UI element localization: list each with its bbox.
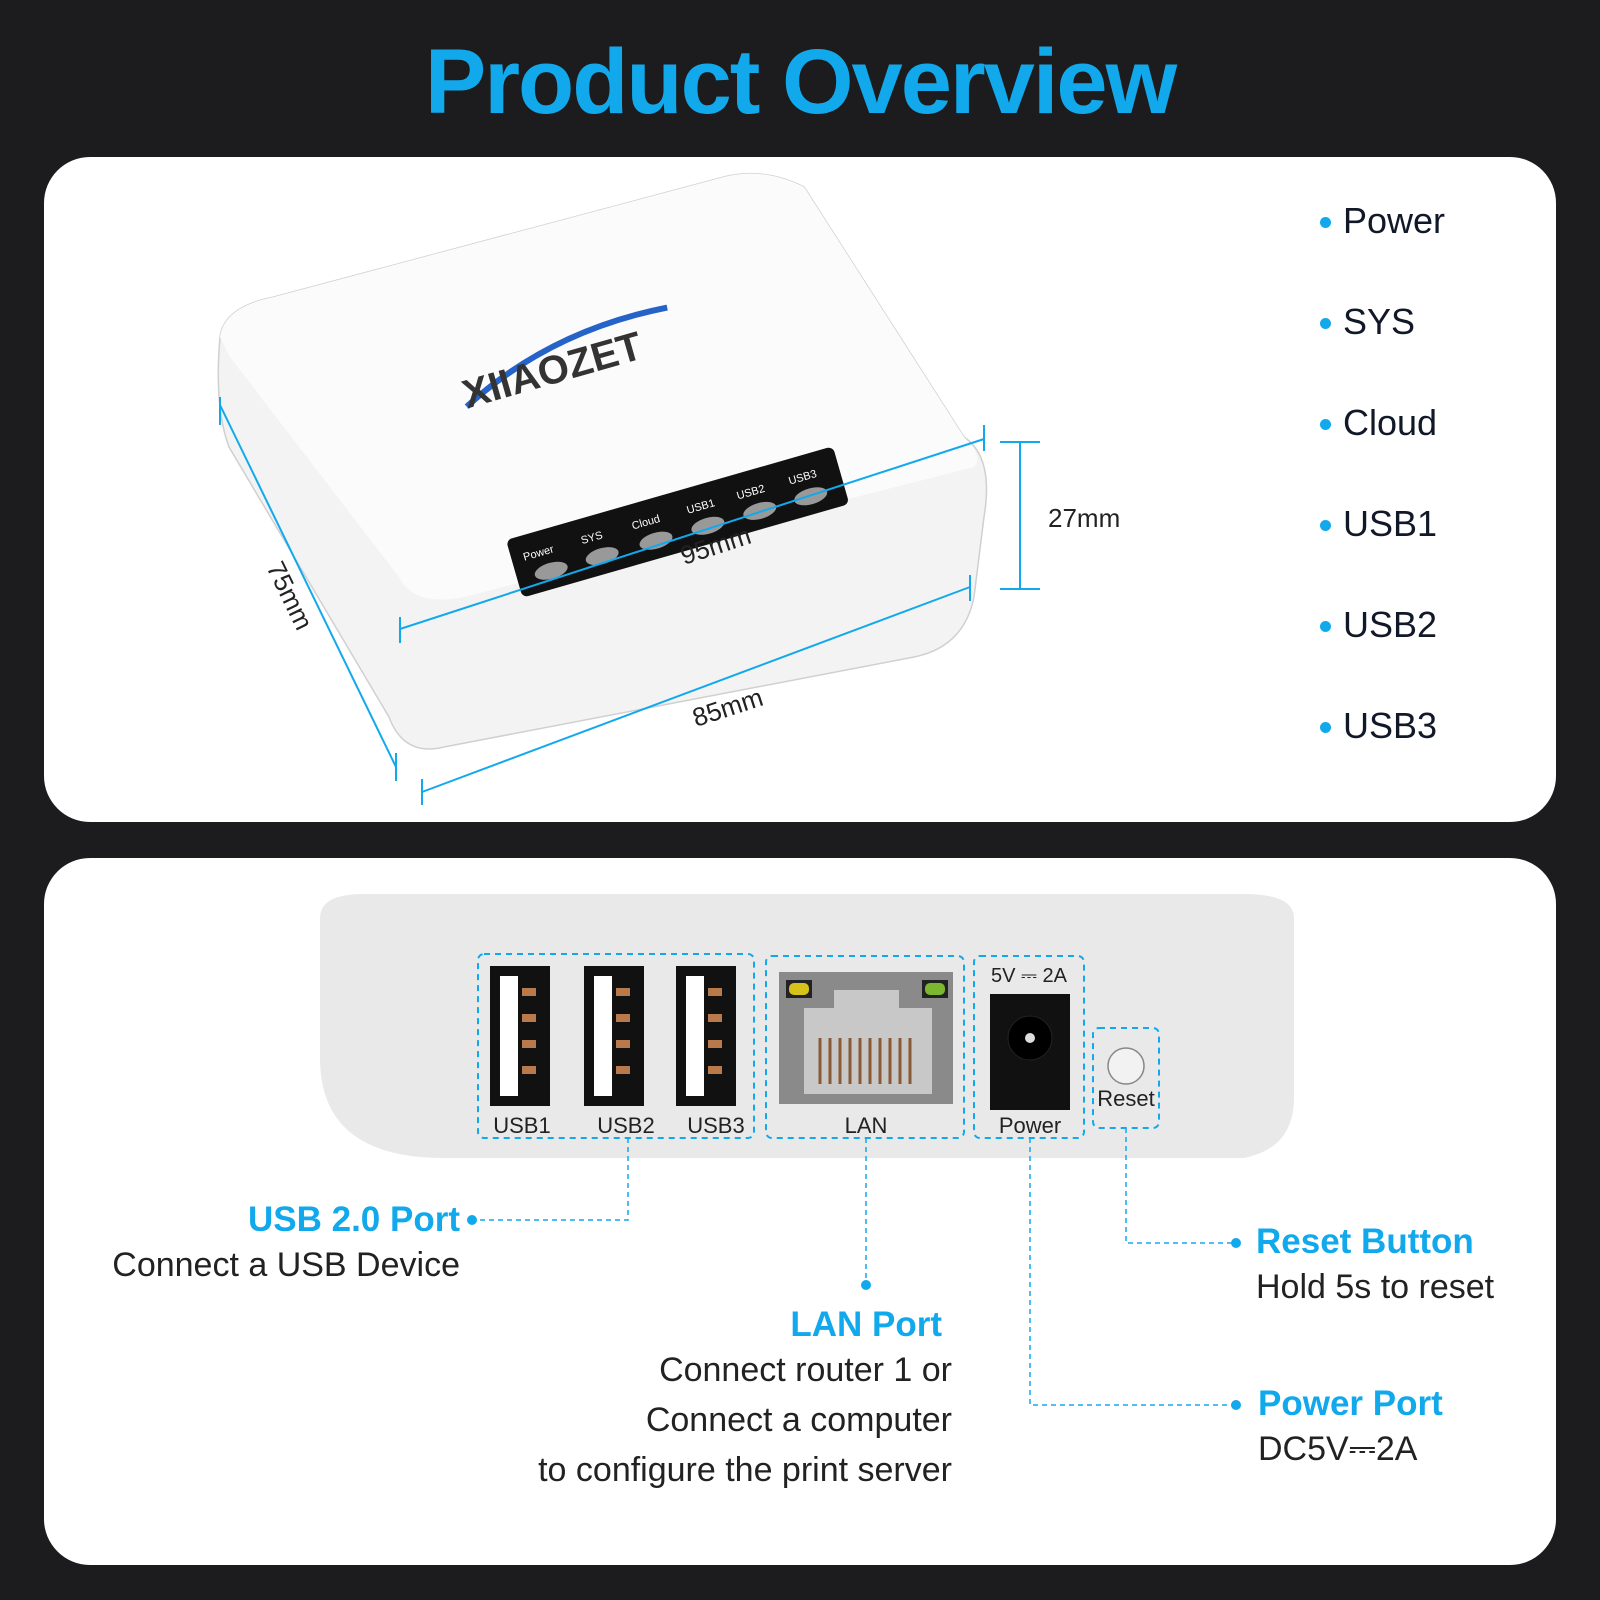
page-title: Product Overview: [424, 31, 1177, 133]
legend-item-power: Power: [1320, 200, 1445, 301]
callout-lan-desc-1: Connect router 1 or: [659, 1351, 952, 1389]
callout-power: Power Port DC5V⎓2A: [1258, 1384, 1443, 1474]
bullet-icon: [1320, 722, 1331, 733]
callout-leader-lines: [474, 1128, 1234, 1406]
legend-item-sys: SYS: [1320, 301, 1445, 402]
bullet-icon: [1320, 419, 1331, 430]
callout-usb-title: USB 2.0 Port: [248, 1200, 460, 1239]
callout-lan-title: LAN Port: [790, 1305, 942, 1344]
reset-button[interactable]: [1107, 1047, 1145, 1085]
led-legend: Power SYS Cloud USB1 USB2 USB3: [1320, 200, 1445, 806]
label-reset: Reset: [1097, 1086, 1154, 1111]
power-rating-label: 5V ⎓ 2A: [991, 965, 1068, 987]
led-strip: Power SYS Cloud USB1 USB2 USB3: [507, 447, 848, 597]
label-usb1: USB1: [493, 1113, 550, 1138]
callout-reset-desc: Hold 5s to reset: [1256, 1268, 1495, 1306]
power-jack: [990, 994, 1070, 1110]
top-view-panel: XIIAOZET Power SYS Cloud USB1 USB2 USB3 …: [44, 157, 1556, 822]
usb1-port: [490, 966, 550, 1106]
callout-lan-desc-3: to configure the print server: [538, 1451, 952, 1489]
legend-item-cloud: Cloud: [1320, 402, 1445, 503]
label-usb2: USB2: [597, 1113, 654, 1138]
legend-item-usb2: USB2: [1320, 604, 1445, 705]
port-group-outlines: [477, 953, 1160, 1139]
callout-dots: [467, 1215, 1241, 1410]
callout-lan: LAN Port Connect router 1 or Connect a c…: [400, 1305, 952, 1495]
callout-lan-desc-2: Connect a computer: [645, 1401, 952, 1439]
callout-power-title: Power Port: [1258, 1384, 1443, 1423]
bullet-icon: [1320, 621, 1331, 632]
label-power: Power: [999, 1113, 1061, 1138]
legend-item-usb1: USB1: [1320, 503, 1445, 604]
bullet-icon: [1320, 520, 1331, 531]
svg-text:SYS: SYS: [580, 529, 604, 547]
callout-usb-desc: Connect a USB Device: [112, 1246, 460, 1284]
device-rear-illustration: 5V ⎓ 2A USB1 USB2 USB3 LAN Power Reset: [320, 894, 1294, 1410]
legend-item-usb3: USB3: [1320, 705, 1445, 806]
label-lan: LAN: [845, 1113, 888, 1138]
bullet-icon: [1320, 318, 1331, 329]
usb3-port: [676, 966, 736, 1106]
device-top-illustration: XIIAOZET Power SYS Cloud USB1 USB2 USB3 …: [217, 172, 1120, 805]
bullet-icon: [1320, 217, 1331, 228]
rear-view-panel: 5V ⎓ 2A USB1 USB2 USB3 LAN Power Reset: [44, 858, 1556, 1565]
dim-height: 27mm: [1048, 503, 1120, 533]
lan-port: [779, 972, 953, 1104]
callout-reset-title: Reset Button: [1256, 1222, 1474, 1261]
callout-usb: USB 2.0 Port Connect a USB Device: [60, 1200, 460, 1290]
callout-reset: Reset Button Hold 5s to reset: [1256, 1222, 1494, 1312]
dimension-lines: [219, 397, 1040, 805]
label-usb3: USB3: [687, 1113, 744, 1138]
callout-power-desc: DC5V⎓2A: [1258, 1430, 1418, 1468]
usb2-port: [584, 966, 644, 1106]
